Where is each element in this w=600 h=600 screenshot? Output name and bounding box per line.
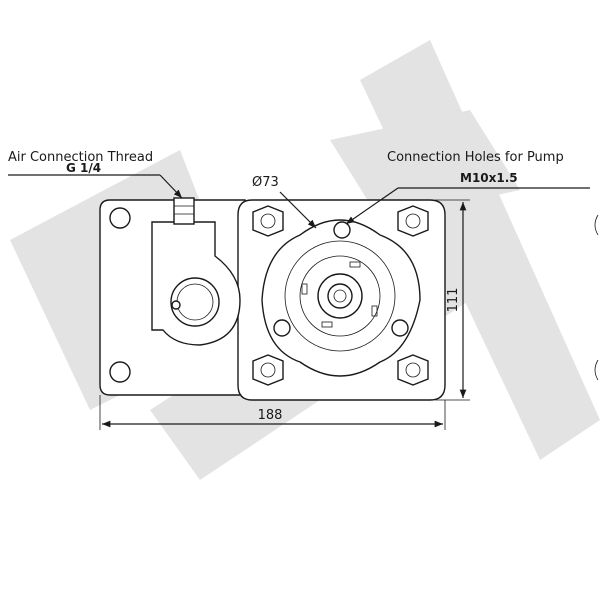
- shaft: [327, 283, 353, 309]
- pump-hole-right: [391, 319, 409, 337]
- mount-hole-bottom-left: [109, 361, 131, 383]
- edge-mark-top: [594, 214, 599, 236]
- pump-pilot-ring: [284, 240, 396, 352]
- pump-hole-top: [333, 221, 351, 239]
- pump-flange: [261, 219, 421, 377]
- diameter-label: Ø73: [252, 175, 279, 190]
- nut-top-left: [252, 205, 284, 237]
- nut-bottom-left: [252, 354, 284, 386]
- pump-hole-left: [273, 319, 291, 337]
- pump-holes-title: Connection Holes for Pump: [387, 150, 564, 165]
- nut-bottom-right: [397, 354, 429, 386]
- width-dimension: 188: [99, 395, 446, 430]
- diameter-dimension: Ø73: [252, 175, 317, 229]
- air-connection-callout: Air Connection Thread G 1/4: [8, 150, 183, 199]
- valve-bore: [170, 277, 220, 327]
- width-label: 188: [258, 408, 283, 423]
- valve-pin: [171, 300, 181, 310]
- height-dimension: 111: [435, 199, 470, 401]
- air-connection-title: Air Connection Thread: [8, 150, 153, 165]
- height-label: 111: [446, 288, 461, 313]
- mount-hole-top-left: [109, 207, 131, 229]
- air-valve: [151, 197, 241, 346]
- edge-mark-bottom: [594, 359, 599, 381]
- air-connection-value: G 1/4: [66, 161, 101, 175]
- pump-holes-callout: Connection Holes for Pump M10x1.5: [345, 150, 590, 225]
- pump-holes-value: M10x1.5: [460, 171, 518, 185]
- nut-top-right: [397, 205, 429, 237]
- air-fitting: [173, 197, 195, 225]
